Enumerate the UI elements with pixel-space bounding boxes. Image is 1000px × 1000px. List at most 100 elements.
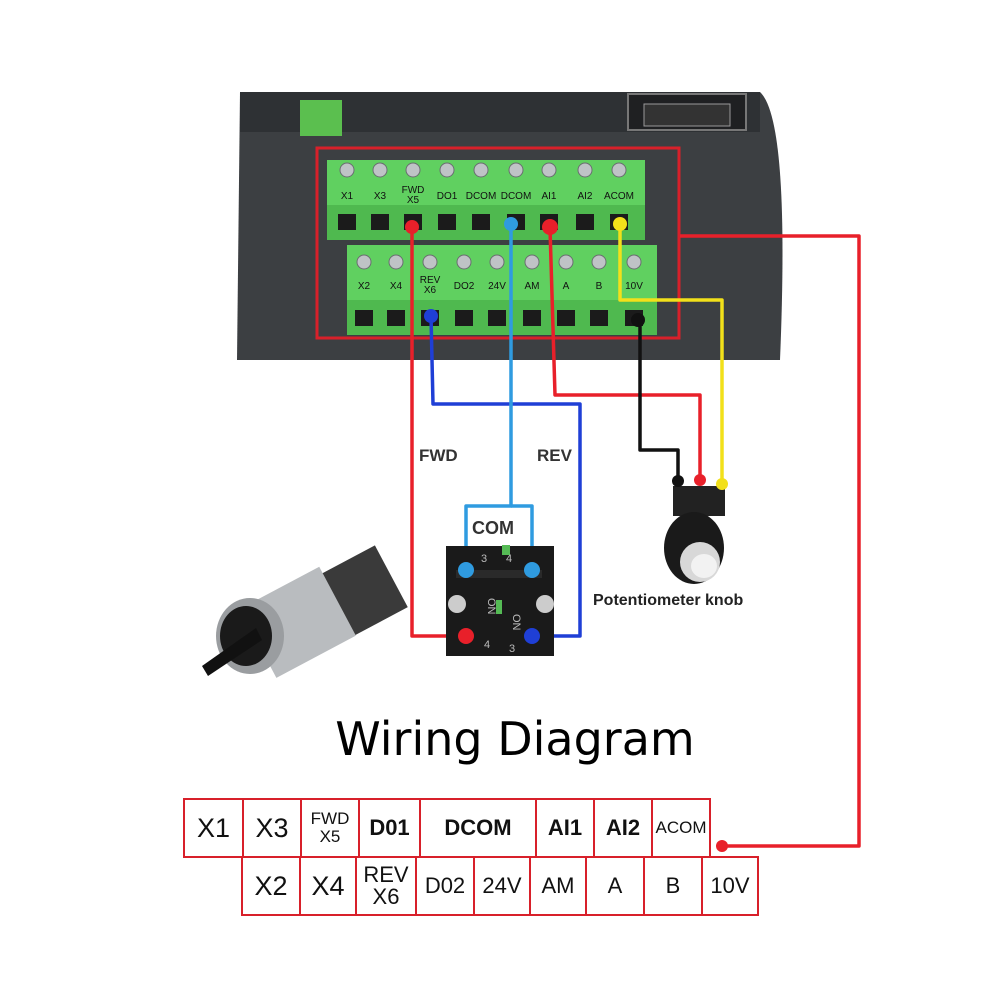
terminal-label-do2: DO2 bbox=[454, 281, 475, 292]
terminal-screw bbox=[356, 254, 372, 270]
table-cell-am: AM bbox=[529, 856, 587, 916]
table-cell-dcom: DCOM bbox=[419, 798, 537, 858]
switch-label-top-left: 3 bbox=[481, 553, 487, 565]
terminal-screw bbox=[388, 254, 404, 270]
terminal-label-am: AM bbox=[525, 281, 540, 292]
switch-rev-terminal bbox=[524, 628, 540, 644]
terminal-hole bbox=[455, 310, 473, 326]
fwd-label: FWD bbox=[419, 446, 458, 465]
terminal-label-24v: 24V bbox=[488, 281, 506, 292]
ai1-terminal-dot bbox=[542, 219, 558, 235]
terminal-label-x4: X4 bbox=[390, 281, 403, 292]
diagram-title: Wiring Diagram bbox=[335, 712, 695, 766]
terminal-screw bbox=[541, 162, 557, 178]
terminal-hole bbox=[355, 310, 373, 326]
terminal-label-10v: 10V bbox=[625, 281, 643, 292]
10v-wire bbox=[638, 320, 680, 480]
table-cell-10v: 10V bbox=[701, 856, 759, 916]
terminal-screw bbox=[456, 254, 472, 270]
terminal-table-row2: X2 X4 REV X6 D02 24V AM A B 10V bbox=[241, 856, 759, 916]
terminal-screw bbox=[508, 162, 524, 178]
terminal-label-ai2: AI2 bbox=[577, 191, 592, 202]
terminal-label-dcom-2: DCOM bbox=[501, 191, 532, 202]
terminal-hole bbox=[590, 310, 608, 326]
table-cell-d02: D02 bbox=[415, 856, 475, 916]
table-cell-x5-label: X5 bbox=[319, 827, 341, 846]
terminal-screw bbox=[577, 162, 593, 178]
selector-switch-image bbox=[202, 545, 408, 678]
table-cell-d01: D01 bbox=[358, 798, 421, 858]
table-cell-rev-label: REV bbox=[363, 862, 409, 887]
terminal-hole bbox=[438, 214, 456, 230]
terminal-label-a: A bbox=[563, 281, 570, 292]
terminal-label-x3: X3 bbox=[374, 191, 387, 202]
switch-label-bottom-right: 3 bbox=[509, 643, 515, 655]
terminal-screw bbox=[405, 162, 421, 178]
terminal-label-ai1: AI1 bbox=[541, 191, 556, 202]
terminal-label-x1: X1 bbox=[341, 191, 354, 202]
terminal-holes-top bbox=[338, 214, 628, 230]
switch-label-on-left: ON bbox=[485, 598, 497, 615]
switch-fwd-terminal bbox=[458, 628, 474, 644]
table-cell-b: B bbox=[643, 856, 703, 916]
table-cell-x1: X1 bbox=[183, 798, 244, 858]
terminal-screw bbox=[439, 162, 455, 178]
fwd-terminal-dot bbox=[405, 220, 419, 234]
terminal-screw bbox=[489, 254, 505, 270]
terminal-screw bbox=[626, 254, 642, 270]
terminal-hole bbox=[557, 310, 575, 326]
potentiometer-label: Potentiometer knob bbox=[593, 592, 743, 609]
switch-label-on-right: ON bbox=[510, 614, 522, 631]
table-cell-ai2: AI2 bbox=[593, 798, 653, 858]
com-wire bbox=[464, 225, 513, 570]
acom-wire bbox=[618, 225, 724, 484]
com-label: COM bbox=[472, 518, 514, 538]
terminal-label-acom: ACOM bbox=[604, 191, 634, 202]
terminal-screw bbox=[473, 162, 489, 178]
terminal-screws-bottom bbox=[356, 254, 642, 270]
terminal-screw bbox=[591, 254, 607, 270]
terminal-label-dcom-1: DCOM bbox=[466, 191, 497, 202]
terminal-hole bbox=[472, 214, 490, 230]
terminal-screw bbox=[372, 162, 388, 178]
terminal-hole bbox=[338, 214, 356, 230]
switch-label-bottom-left: 4 bbox=[484, 639, 490, 651]
terminal-label-x2: X2 bbox=[358, 281, 371, 292]
table-cell-x3: X3 bbox=[242, 798, 302, 858]
table-cell-acom: ACOM bbox=[651, 798, 711, 858]
terminal-hole bbox=[387, 310, 405, 326]
table-cell-x6-label: X6 bbox=[372, 884, 400, 909]
table-cell-fwd-x5: FWD X5 bbox=[300, 798, 360, 858]
terminal-hole bbox=[488, 310, 506, 326]
ai1-wire bbox=[548, 227, 702, 480]
terminal-hole bbox=[371, 214, 389, 230]
pot-terminal-yellow bbox=[716, 478, 728, 490]
terminal-label-b: B bbox=[596, 281, 603, 292]
table-cell-24v: 24V bbox=[473, 856, 531, 916]
table-cell-x4: X4 bbox=[299, 856, 357, 916]
rev-label: REV bbox=[537, 446, 573, 465]
potentiometer-knob bbox=[664, 486, 725, 584]
table-cell-ai1: AI1 bbox=[535, 798, 595, 858]
table-cell-x2: X2 bbox=[241, 856, 301, 916]
terminal-label-do1: DO1 bbox=[437, 191, 458, 202]
pot-terminal-red bbox=[694, 474, 706, 486]
terminal-hole bbox=[523, 310, 541, 326]
switch-com-terminal-left bbox=[458, 562, 474, 578]
terminal-screws-top bbox=[339, 162, 627, 178]
terminal-hole bbox=[576, 214, 594, 230]
switch-label-top-right: 4 bbox=[506, 553, 512, 565]
switch-com-terminal-right bbox=[524, 562, 540, 578]
pot-terminal-black bbox=[672, 475, 684, 487]
terminal-screw bbox=[339, 162, 355, 178]
table-acom-dot bbox=[716, 840, 728, 852]
10v-terminal-dot bbox=[631, 313, 645, 327]
rev-wire bbox=[429, 315, 582, 638]
terminal-highlight-box bbox=[315, 146, 681, 340]
terminal-table-row1: X1 X3 FWD X5 D01 DCOM AI1 AI2 ACOM bbox=[183, 798, 711, 858]
table-cell-rev-x6: REV X6 bbox=[355, 856, 417, 916]
rev-terminal-dot bbox=[424, 309, 438, 323]
terminal-screw bbox=[422, 254, 438, 270]
